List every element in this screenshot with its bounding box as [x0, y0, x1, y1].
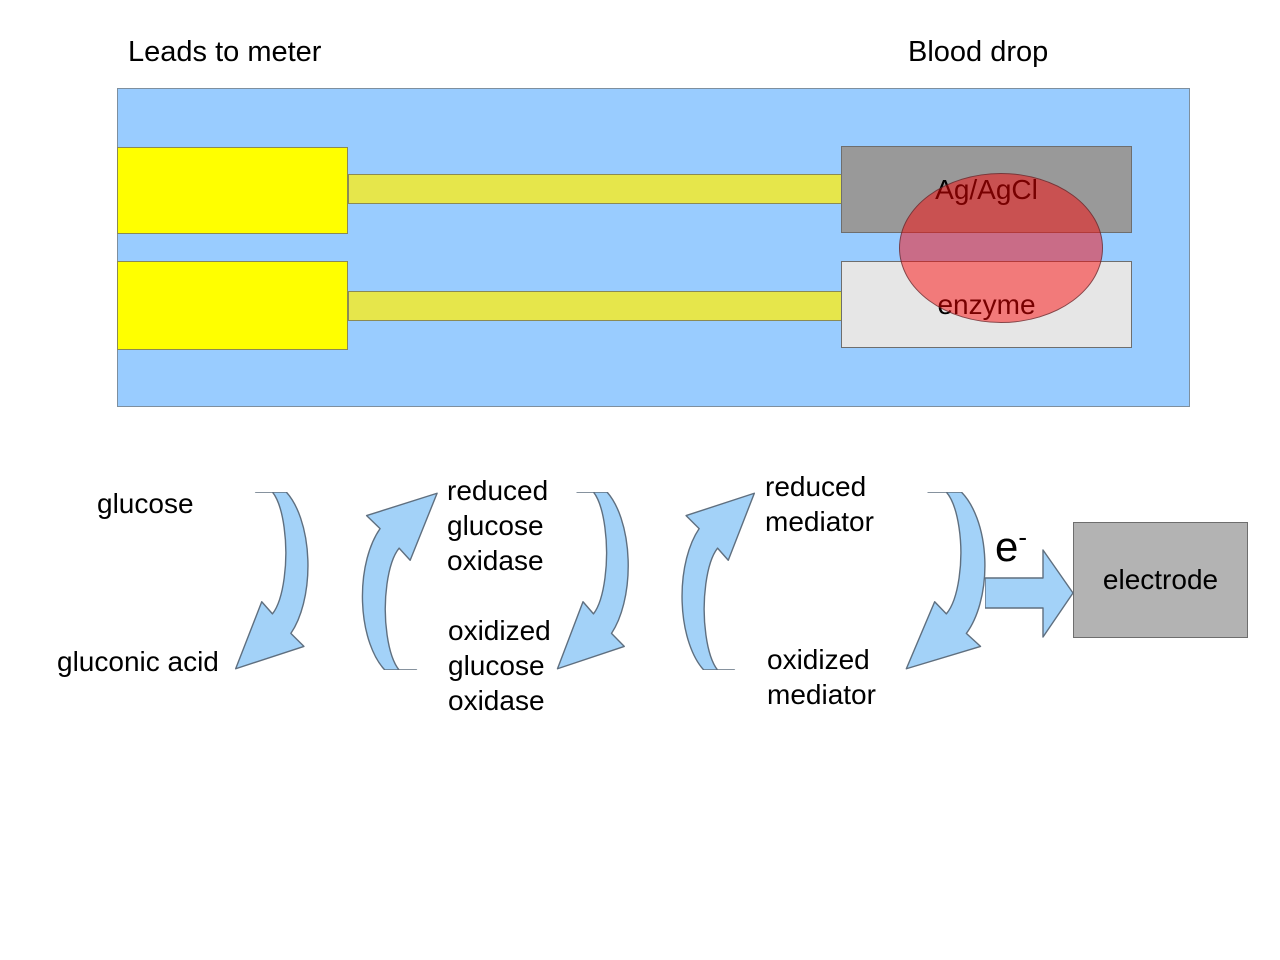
electrode-box: electrode	[1073, 522, 1248, 638]
test-strip-body: Ag/AgCl enzyme	[117, 88, 1190, 407]
reduced-gox-line1: reduced	[447, 475, 549, 506]
oxidized-mediator-label: oxidized mediator	[767, 642, 876, 712]
oxidized-mediator-line2: mediator	[767, 679, 876, 710]
electrode-label: electrode	[1102, 564, 1219, 595]
oxidized-gox-line3: oxidase	[448, 685, 545, 716]
conductor-trace-bottom	[348, 291, 843, 321]
glucose-label: glucose	[97, 488, 194, 519]
reduced-gox-line3: oxidase	[447, 545, 544, 576]
cycle-arrow-up-icon	[350, 470, 445, 670]
cycle-arrow-down-icon	[550, 492, 640, 692]
reduced-mediator-label: reduced mediator	[765, 469, 874, 539]
cycle-arrow-down-icon	[898, 492, 998, 692]
oxidized-glucose-oxidase-label: oxidized glucose oxidase	[448, 613, 551, 718]
contact-pad-top	[117, 147, 348, 234]
electron-symbol: e	[995, 523, 1019, 570]
oxidized-mediator-line1: oxidized	[767, 644, 870, 675]
gluconic-acid-label: gluconic acid	[57, 646, 219, 677]
blood-drop-label: Blood drop	[908, 36, 1049, 68]
cycle-arrow-down-icon	[228, 492, 320, 692]
reduced-glucose-oxidase-label: reduced glucose oxidase	[447, 473, 548, 578]
conductor-trace-top	[348, 174, 843, 204]
electron-label: e-	[995, 524, 1027, 570]
oxidized-gox-line1: oxidized	[448, 615, 551, 646]
cycle-arrow-up-icon	[670, 470, 762, 670]
oxidized-gox-line2: glucose	[448, 650, 545, 681]
reduced-mediator-line1: reduced	[765, 471, 867, 502]
leads-to-meter-label: Leads to meter	[128, 36, 322, 68]
reduced-mediator-line2: mediator	[765, 506, 874, 537]
contact-pad-bottom	[117, 261, 348, 350]
electron-charge: -	[1018, 522, 1028, 552]
reduced-gox-line2: glucose	[447, 510, 544, 541]
blood-drop-ellipse	[899, 173, 1103, 323]
